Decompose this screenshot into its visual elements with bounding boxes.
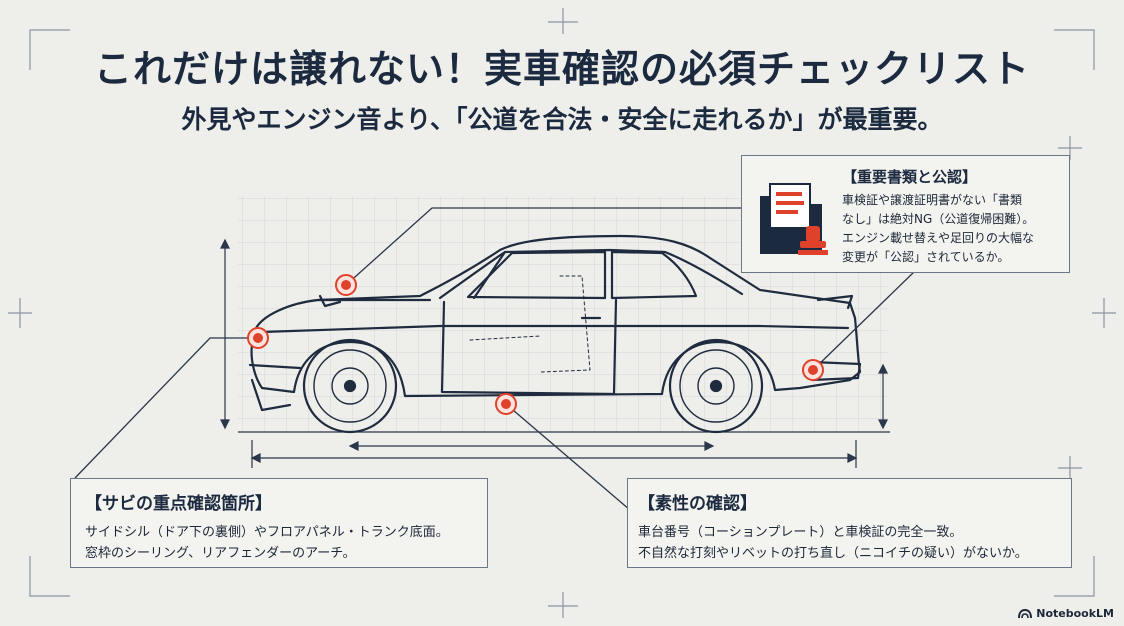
document-folder-icon	[760, 183, 828, 255]
marker-rear-fender	[802, 359, 824, 381]
callout-rust: 【サビの重点確認箇所】 サイドシル（ドア下の裏側）やフロアパネル・トランク底面。…	[70, 478, 488, 568]
callout-line: 車台番号（コーションプレート）と車検証の完全一致。	[638, 525, 963, 540]
footer-brand-label: NotebookLM	[1036, 607, 1114, 620]
callout-line: なし」は絶対NG（公道復帰困難）。	[842, 212, 1035, 226]
marker-engine-bay	[335, 274, 357, 296]
callout-line: エンジン載せ替えや足回りの大幅な	[842, 231, 1035, 245]
rear-wheel	[668, 338, 764, 434]
car-outline	[248, 234, 862, 412]
callout-heading: 【素性の確認】	[638, 494, 757, 514]
callout-identity: 【素性の確認】 車台番号（コーションプレート）と車検証の完全一致。 不自然な打刻…	[627, 478, 1072, 568]
callout-heading: 【サビの重点確認箇所】	[85, 494, 272, 514]
callout-line: 変更が「公認」されているか。	[842, 250, 1010, 264]
marker-front-corner	[247, 327, 269, 349]
stamp-icon	[798, 226, 828, 255]
leader-lines	[74, 207, 915, 511]
callout-line: 不自然な打刻やリベットの打ち直し（ニコイチの疑い）がないか。	[638, 546, 1028, 561]
footer-brand: NotebookLM	[1018, 607, 1114, 620]
page-subtitle: 外見やエンジン音より、「公道を合法・安全に走れるか」が最重要。	[181, 105, 943, 134]
check-point-markers	[247, 274, 824, 415]
callout-line: サイドシル（ドア下の裏側）やフロアパネル・トランク底面。	[85, 525, 449, 540]
dimension-lines	[220, 238, 890, 468]
callout-documents: 【重要書類と公認】 車検証や譲渡証明書がない「書類 なし」は絶対NG（公道復帰困…	[741, 155, 1070, 273]
frame-marks	[8, 8, 1116, 618]
callout-line: 窓枠のシーリング、リアフェンダーのアーチ。	[85, 546, 356, 561]
page-title: これだけは譲れない！実車確認の必須チェックリスト	[93, 47, 1030, 91]
marker-side-sill	[495, 393, 517, 415]
front-wheel	[302, 338, 398, 434]
notebooklm-logo-icon	[1018, 608, 1033, 618]
callout-line: 車検証や譲渡証明書がない「書類	[842, 193, 1023, 207]
callout-heading: 【重要書類と公認】	[842, 168, 978, 186]
